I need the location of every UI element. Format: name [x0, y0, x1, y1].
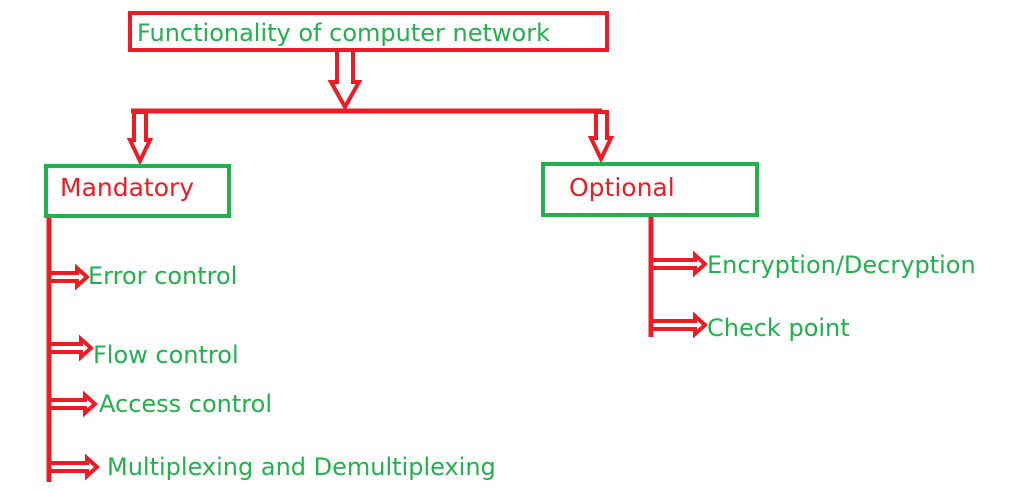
branch-node-optional-label: Optional: [569, 173, 675, 202]
leaf-arrow-icon: [51, 263, 90, 291]
leaf-arrow-icon: [51, 334, 94, 362]
optional-down-arrow: [587, 110, 615, 164]
leaf-item: Encryption/Decryption: [707, 251, 976, 279]
root-node-label: Functionality of computer network: [137, 19, 550, 47]
leaf-arrow-icon: [51, 390, 98, 418]
mandatory-down-arrow: [126, 110, 154, 166]
leaf-arrow-icon: [51, 453, 100, 481]
leaf-item: Multiplexing and Demultiplexing: [107, 453, 496, 481]
leaf-arrow-icon: [653, 250, 708, 278]
branch-node-mandatory-label: Mandatory: [60, 173, 195, 202]
leaf-item: Error control: [88, 262, 238, 290]
leaf-item: Check point: [707, 314, 850, 342]
root-node: [128, 11, 609, 52]
root-down-arrow: [327, 48, 363, 112]
leaf-item: Flow control: [93, 341, 239, 369]
branch-node-optional: [541, 162, 759, 217]
leaf-arrow-icon: [653, 311, 708, 339]
branch-node-mandatory: [44, 164, 231, 218]
leaf-item: Access control: [99, 390, 272, 418]
